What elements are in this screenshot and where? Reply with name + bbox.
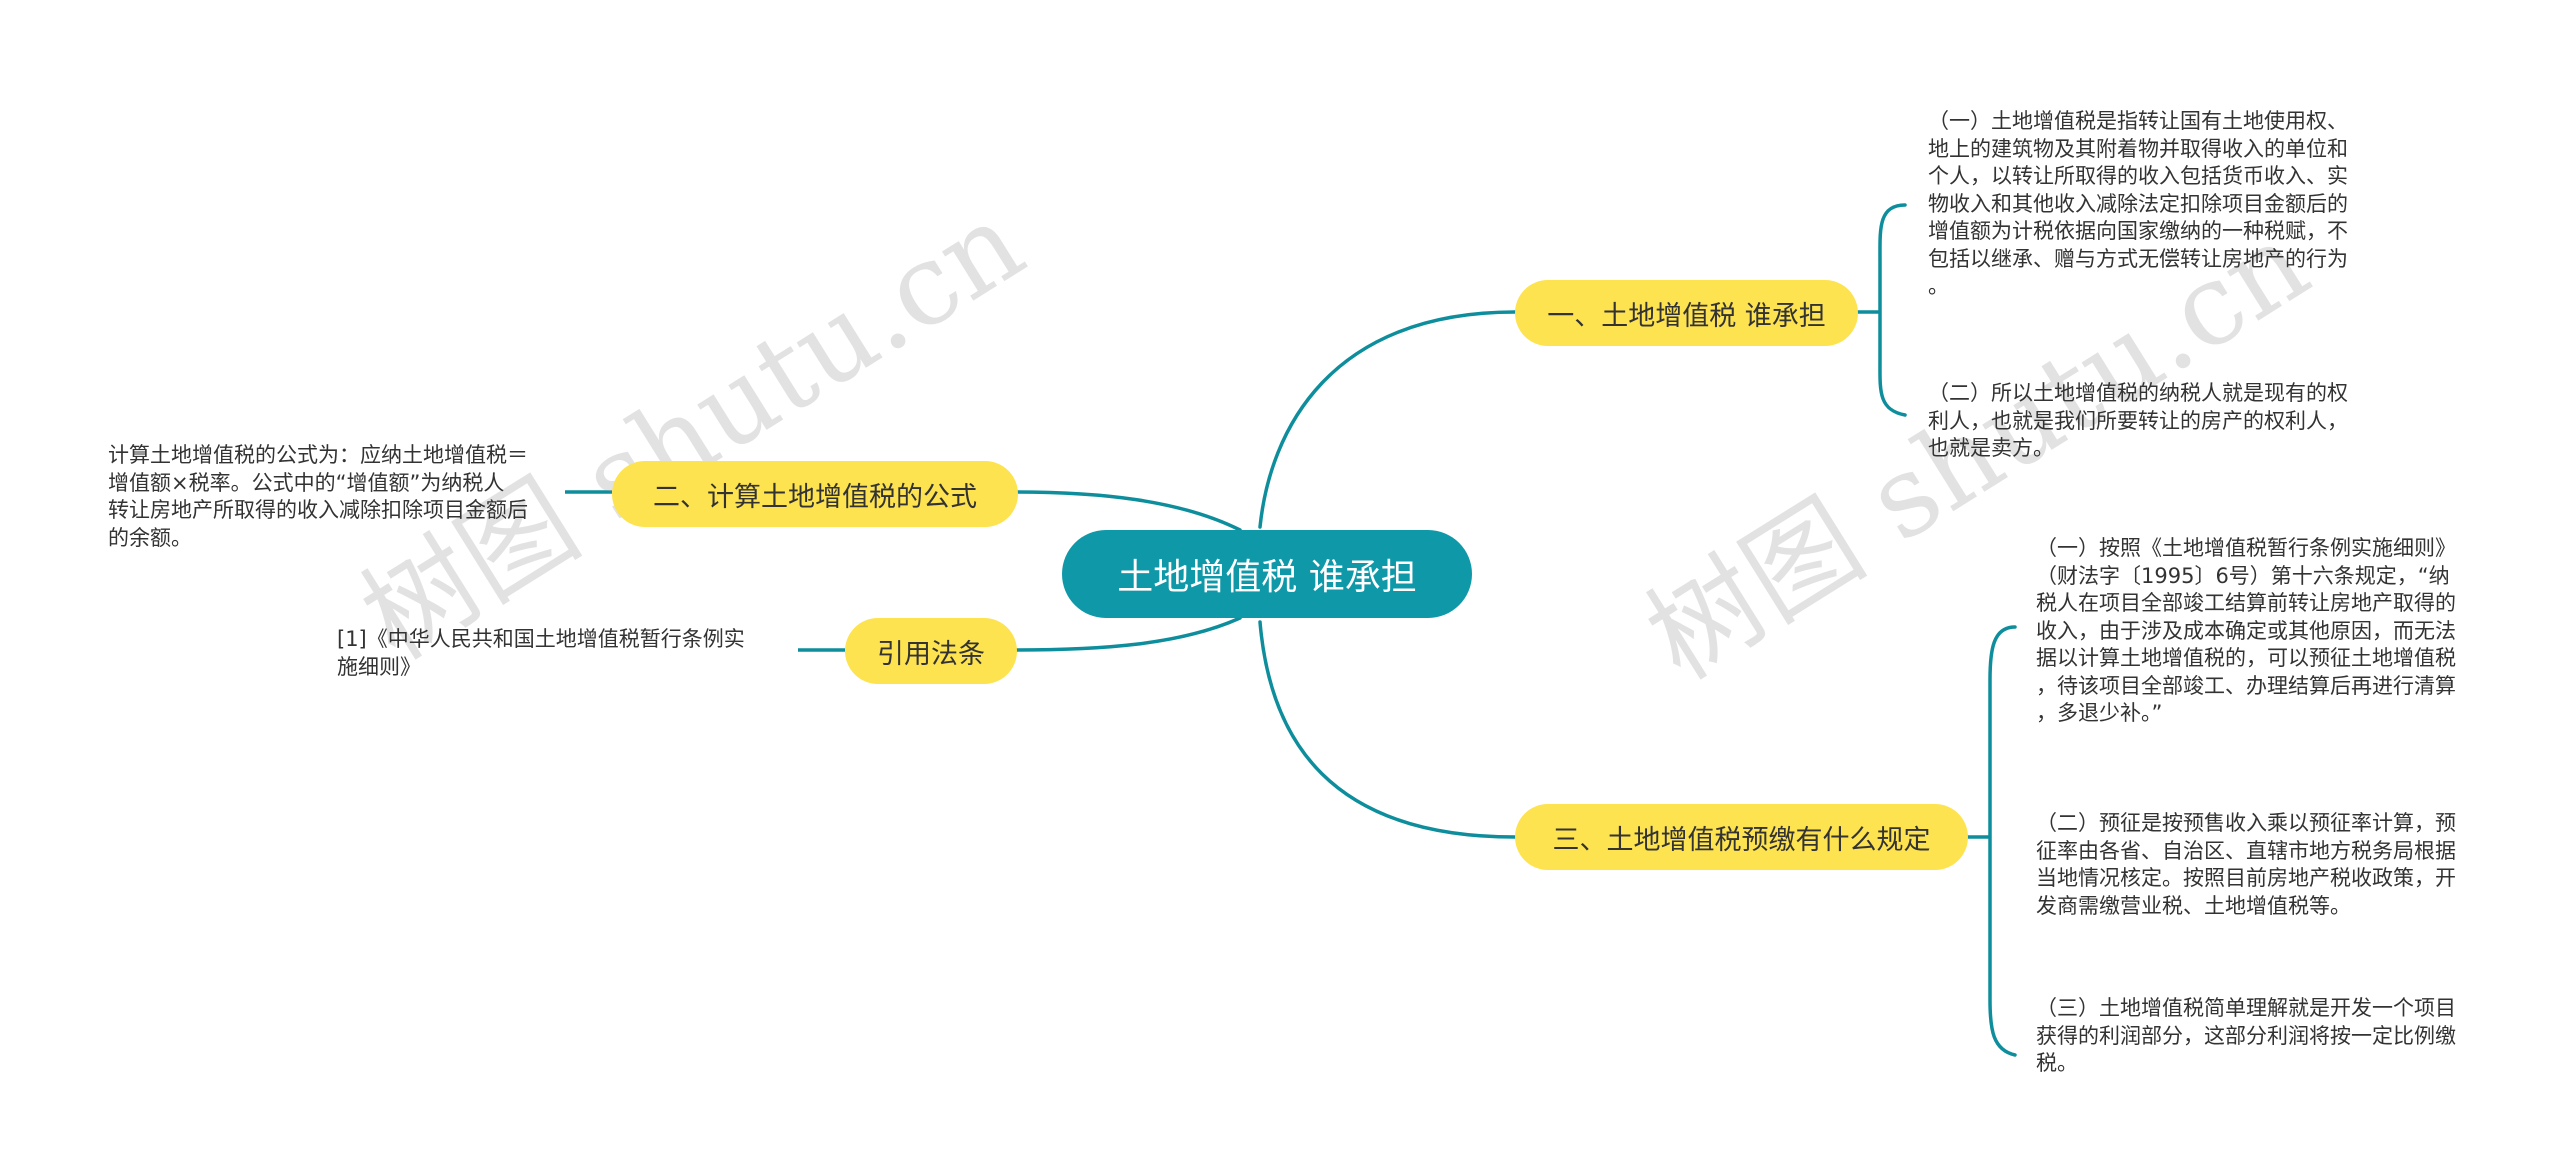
branch-who-bears-tax[interactable]: 一、土地增值税 谁承担 [1515,280,1858,346]
leaf-prepayment-rate: （二）预征是按预售收入乘以预征率计算，预 征率由各省、自治区、直辖市地方税务局根… [2036,811,2456,918]
branch-calculation-formula[interactable]: 二、计算土地增值税的公式 [612,461,1018,527]
root-node[interactable]: 土地增值税 谁承担 [1062,530,1472,618]
connector-b4-leaves [1966,625,2017,1057]
connector-root-b1 [1258,310,1517,529]
leaf-tax-definition: （一）土地增值税是指转让国有土地使用权、 地上的建筑物及其附着物并取得收入的单位… [1928,109,2348,298]
leaf-formula-description: 计算土地增值税的公式为：应纳土地增值税＝ 增值额×税率。公式中的“增值额”为纳税… [108,443,528,550]
leaf-cited-regulation: [1]《中华人民共和国土地增值税暂行条例实 施细则》 [337,627,745,679]
connector-b1-leaves [1856,203,1907,417]
connector-root-b3 [1013,616,1242,652]
branch-cited-law[interactable]: 引用法条 [845,618,1017,684]
leaf-taxpayer-is-seller: （二）所以土地增值税的纳税人就是现有的权 利人，也就是我们所要转让的房产的权利人… [1928,381,2348,460]
branch-prepayment-rules[interactable]: 三、土地增值税预缴有什么规定 [1515,804,1968,870]
leaf-profit-explanation: （三）土地增值税简单理解就是开发一个项目 获得的利润部分，这部分利润将按一定比例… [2036,996,2456,1075]
leaf-prepayment-article: （一）按照《土地增值税暂行条例实施细则》 （财法字〔1995〕6号）第十六条规定… [2036,536,2456,725]
connector-root-b2 [1013,490,1242,532]
connector-root-b4 [1258,620,1517,839]
